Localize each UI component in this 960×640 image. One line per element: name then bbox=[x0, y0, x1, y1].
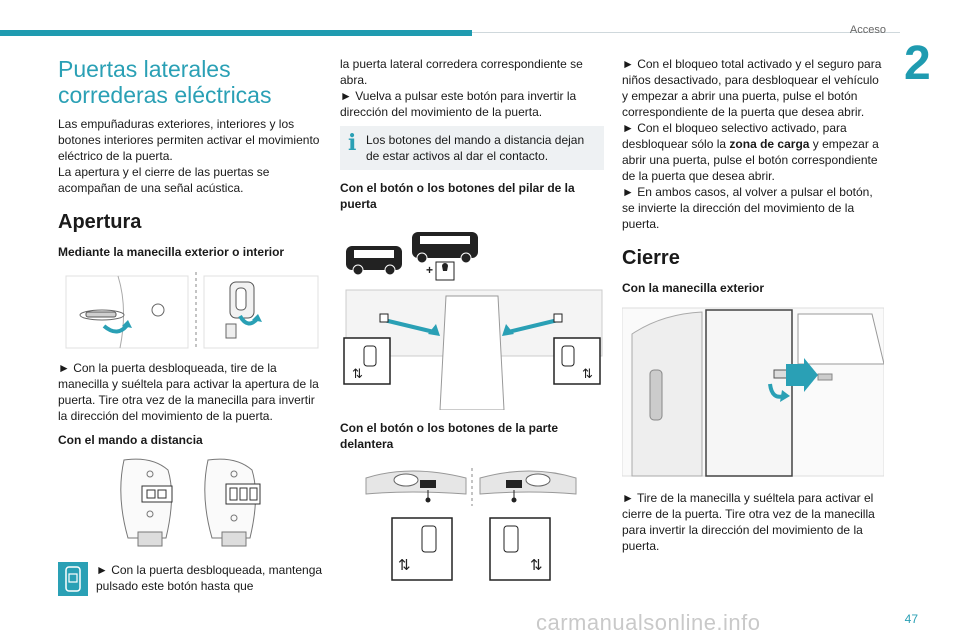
info-note-text: Los botones del mando a distancia dejan … bbox=[366, 133, 585, 163]
door-handle-illustration bbox=[58, 268, 324, 350]
page-number: 47 bbox=[904, 612, 918, 626]
remote-button-note: ► Con la puerta desbloqueada, mantenga p… bbox=[58, 562, 324, 596]
invert-instructions: ► Vuelva a pulsar este botón para invert… bbox=[340, 89, 577, 119]
watermark: carmanualsonline.info bbox=[536, 610, 761, 635]
remote-key-illustration bbox=[58, 456, 324, 552]
heading-manecilla: Mediante la manecilla exterior o interio… bbox=[58, 245, 285, 259]
chapter-number: 2 bbox=[904, 37, 931, 90]
title-line-1: Puertas laterales bbox=[58, 56, 231, 82]
section-label: Acceso bbox=[849, 24, 886, 36]
svg-text:⇅: ⇅ bbox=[352, 367, 363, 382]
heading-manecilla-exterior: Con la manecilla exterior bbox=[622, 281, 765, 295]
heading-apertura: Apertura bbox=[58, 211, 142, 233]
svg-text:+: + bbox=[426, 263, 433, 277]
selective-lock-bold: zona de carga bbox=[729, 137, 810, 151]
header-rule bbox=[472, 32, 900, 33]
info-note: i Los botones del mando a distancia deja… bbox=[340, 126, 604, 170]
selective-lock-text-a: ► Con el bloqueo selectivo activado, par… bbox=[622, 121, 847, 151]
manecilla-instructions: ► Con la puerta desbloqueada, tire de la… bbox=[58, 361, 319, 423]
svg-text:⇅: ⇅ bbox=[582, 367, 593, 382]
remote-key-icon bbox=[58, 562, 88, 596]
close-door-illustration bbox=[621, 304, 885, 480]
selective-lock-text-c: y empezar a abrir una puerta, pulse el b… bbox=[622, 137, 879, 183]
column-2: la puerta lateral corredera correspondie… bbox=[340, 56, 604, 600]
info-icon: i bbox=[348, 130, 357, 156]
heading-delantera: Con el botón o los botones de la parte d… bbox=[340, 421, 559, 451]
total-lock-instructions: ► Con el bloqueo total activado y el seg… bbox=[622, 57, 882, 119]
column-3: ► Con el bloqueo total activado y el seg… bbox=[621, 56, 885, 554]
both-cases-instructions: ► En ambos casos, al volver a pulsar el … bbox=[622, 185, 873, 231]
svg-text:⇅: ⇅ bbox=[398, 556, 411, 574]
page-title: Puertas laterales correderas eléctricas bbox=[58, 56, 324, 108]
remote-instructions-continued: la puerta lateral corredera correspondie… bbox=[340, 57, 583, 87]
intro-text: Las empuñaduras exteriores, interiores y… bbox=[58, 117, 320, 163]
heading-pilar: Con el botón o los botones del pilar de … bbox=[340, 181, 575, 211]
intro-text-2: La apertura y el cierre de las puertas s… bbox=[58, 165, 270, 195]
heading-cierre: Cierre bbox=[622, 247, 680, 269]
column-1: Puertas laterales correderas eléctricas … bbox=[58, 56, 324, 596]
svg-text:⇅: ⇅ bbox=[530, 556, 543, 574]
heading-mando: Con el mando a distancia bbox=[58, 433, 203, 447]
close-instructions: ► Tire de la manecilla y suéltela para a… bbox=[622, 491, 875, 553]
title-line-2: correderas eléctricas bbox=[58, 82, 272, 108]
selective-lock-instructions: ► Con el bloqueo selectivo activado, par… bbox=[622, 120, 884, 184]
front-button-illustration: ⇅ ⇅ bbox=[340, 460, 604, 590]
pillar-button-illustration: + ⇅ ⇅ bbox=[340, 220, 604, 411]
remote-instructions: ► Con la puerta desbloqueada, mantenga p… bbox=[96, 563, 323, 593]
header-accent-bar bbox=[0, 30, 472, 36]
